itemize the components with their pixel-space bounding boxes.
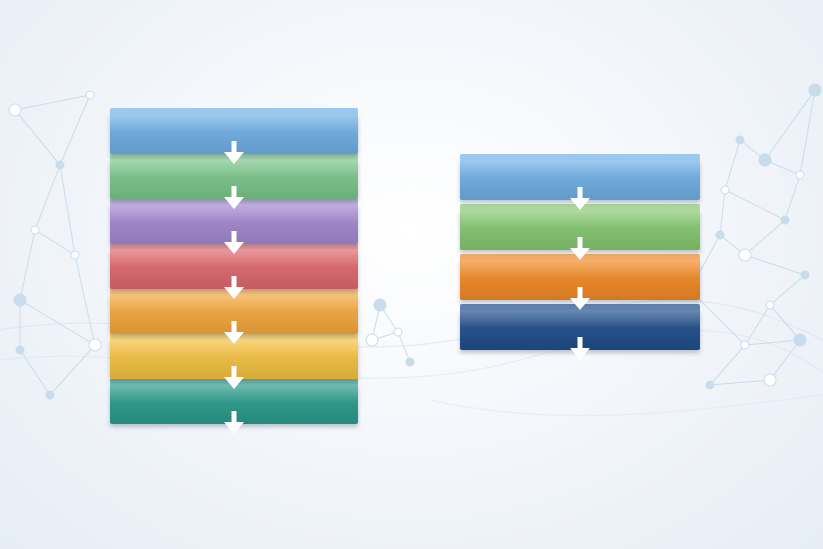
network-node [13,293,27,307]
network-link [724,139,741,191]
network-link [799,89,816,176]
network-node [70,250,80,260]
network-link [724,189,786,221]
network-link [19,299,96,346]
network-link [769,274,806,306]
network-node [720,185,730,195]
network-node [85,90,95,100]
network-node [373,298,387,312]
left-layer-1 [110,108,358,154]
network-node [45,390,55,400]
network-link [744,339,801,346]
network-curve [429,394,823,417]
network-link [719,189,726,236]
down-arrow-icon [569,187,591,211]
network-link [34,229,76,256]
network-link [59,94,91,166]
down-arrow-icon [569,237,591,261]
network-link [74,254,96,346]
network-link [744,304,771,346]
network-link [14,109,61,166]
network-link [397,331,411,363]
network-node [795,170,805,180]
network-node [15,345,25,355]
network-node [780,215,790,225]
network-node [738,248,752,262]
network-link [709,379,771,386]
network-node [405,357,415,367]
network-link [769,304,801,341]
network-link [14,94,91,111]
network-link [764,89,816,161]
down-arrow-icon [223,231,245,255]
network-link [784,174,801,221]
down-arrow-icon [223,141,245,165]
network-node [705,380,715,390]
network-node [30,225,40,235]
network-node [715,230,725,240]
network-link [19,349,51,396]
network-link [744,219,786,256]
network-link [19,229,36,301]
network-node [735,135,745,145]
network-node [763,373,777,387]
down-arrow-icon [223,186,245,210]
network-node [758,153,772,167]
down-arrow-icon [223,321,245,345]
network-node [88,338,102,352]
down-arrow-icon [223,276,245,300]
network-node [793,333,807,347]
network-node [55,160,65,170]
network-link [49,344,96,396]
network-node [365,333,379,347]
down-arrow-icon [569,287,591,311]
network-link [34,164,61,231]
down-arrow-icon [223,366,245,390]
network-link [769,339,801,381]
network-node [740,340,750,350]
network-link [59,164,76,256]
network-link [709,344,746,386]
right-layer-1 [460,154,700,200]
network-node [800,270,810,280]
down-arrow-icon [569,337,591,361]
network-node [393,327,403,337]
down-arrow-icon [223,411,245,435]
network-node [8,103,22,117]
network-node [808,83,822,97]
network-node [765,300,775,310]
network-link [744,254,806,276]
